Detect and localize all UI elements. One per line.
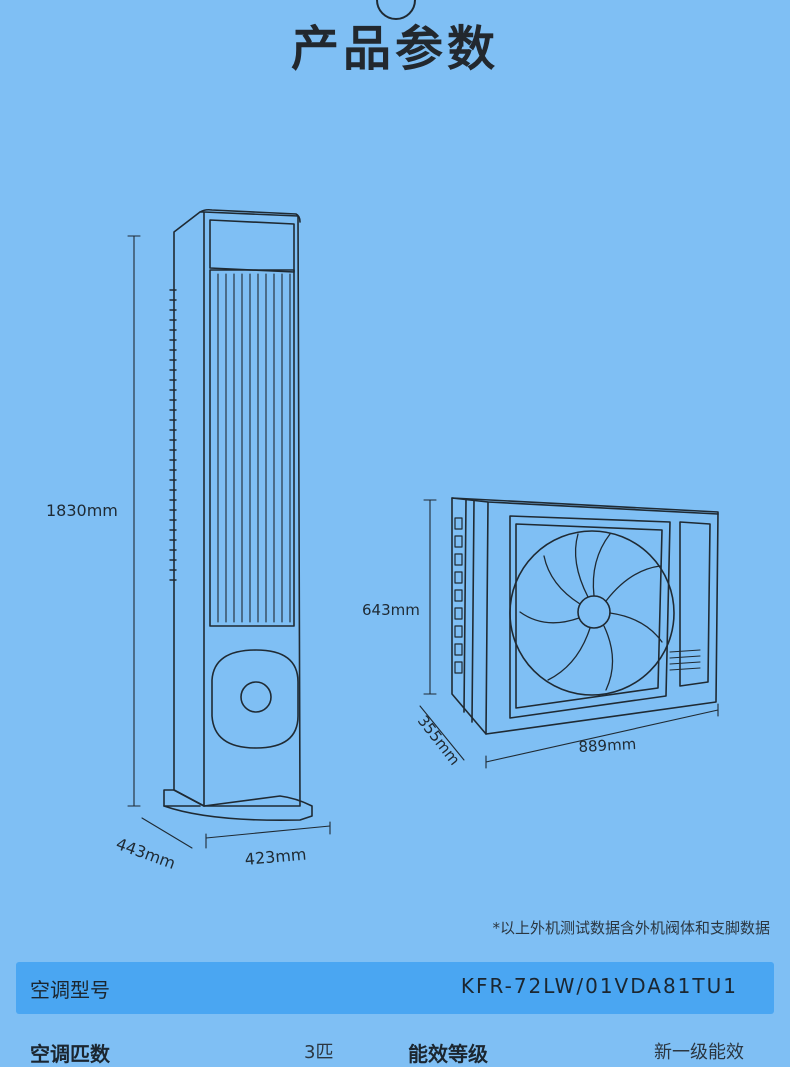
model-spec-bar: 空调型号 KFR-72LW/01VDA81TU1 <box>16 962 774 1014</box>
hp-value: 3匹 <box>304 1042 334 1063</box>
outdoor-unit-drawing <box>419 497 719 769</box>
page-title: 产品参数 <box>290 21 499 77</box>
model-value: KFR-72LW/01VDA81TU1 <box>460 974 738 998</box>
indoor-unit-drawing <box>127 208 331 849</box>
product-dimension-drawing <box>127 208 719 849</box>
outdoor-height-label: 643mm <box>362 601 420 619</box>
efficiency-value: 新一级能效 <box>654 1042 744 1063</box>
indoor-height-label: 1830mm <box>46 501 118 520</box>
test-data-footnote: *以上外机测试数据含外机阀体和支脚数据 <box>492 919 770 937</box>
hp-label: 空调匹数 <box>30 1042 110 1066</box>
model-label: 空调型号 <box>30 978 110 1002</box>
outdoor-width-label: 889mm <box>578 734 637 756</box>
efficiency-label: 能效等级 <box>408 1042 488 1066</box>
